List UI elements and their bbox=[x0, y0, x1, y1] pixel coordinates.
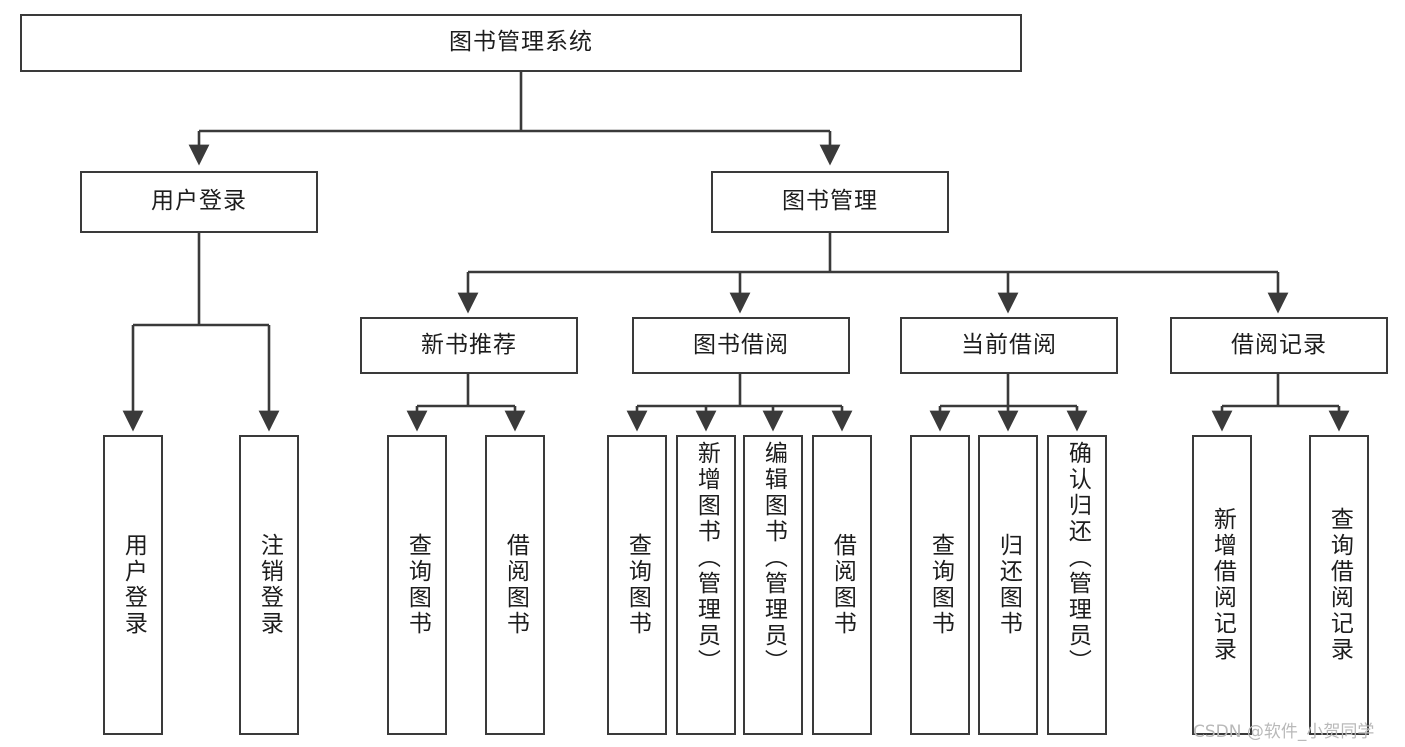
leaf-add-borrow-record[interactable]: 新增借阅记录 bbox=[1192, 435, 1252, 735]
leaf-query-book-recommend[interactable]: 查询图书 bbox=[387, 435, 447, 735]
node-borrow-record[interactable]: 借阅记录 bbox=[1170, 317, 1388, 374]
leaf-borrow-book-recommend[interactable]: 借阅图书 bbox=[485, 435, 545, 735]
leaf-confirm-return-admin[interactable]: 确认归还（管理员） bbox=[1047, 435, 1107, 735]
csdn-watermark: CSDN @软件_小贺同学 bbox=[1193, 722, 1375, 742]
node-book-borrow[interactable]: 图书借阅 bbox=[632, 317, 850, 374]
leaf-add-book-admin[interactable]: 新增图书（管理员） bbox=[676, 435, 736, 735]
leaf-query-book-borrow[interactable]: 查询图书 bbox=[607, 435, 667, 735]
leaf-edit-book-admin[interactable]: 编辑图书（管理员） bbox=[743, 435, 803, 735]
node-book-manage[interactable]: 图书管理 bbox=[711, 171, 949, 233]
node-user-login[interactable]: 用户登录 bbox=[80, 171, 318, 233]
leaf-user-login[interactable]: 用户登录 bbox=[103, 435, 163, 735]
node-root[interactable]: 图书管理系统 bbox=[20, 14, 1022, 72]
node-current-borrow[interactable]: 当前借阅 bbox=[900, 317, 1118, 374]
leaf-logout[interactable]: 注销登录 bbox=[239, 435, 299, 735]
leaf-return-book[interactable]: 归还图书 bbox=[978, 435, 1038, 735]
leaf-query-borrow-record[interactable]: 查询借阅记录 bbox=[1309, 435, 1369, 735]
node-new-book-recommend[interactable]: 新书推荐 bbox=[360, 317, 578, 374]
leaf-borrow-book[interactable]: 借阅图书 bbox=[812, 435, 872, 735]
leaf-query-book-current[interactable]: 查询图书 bbox=[910, 435, 970, 735]
